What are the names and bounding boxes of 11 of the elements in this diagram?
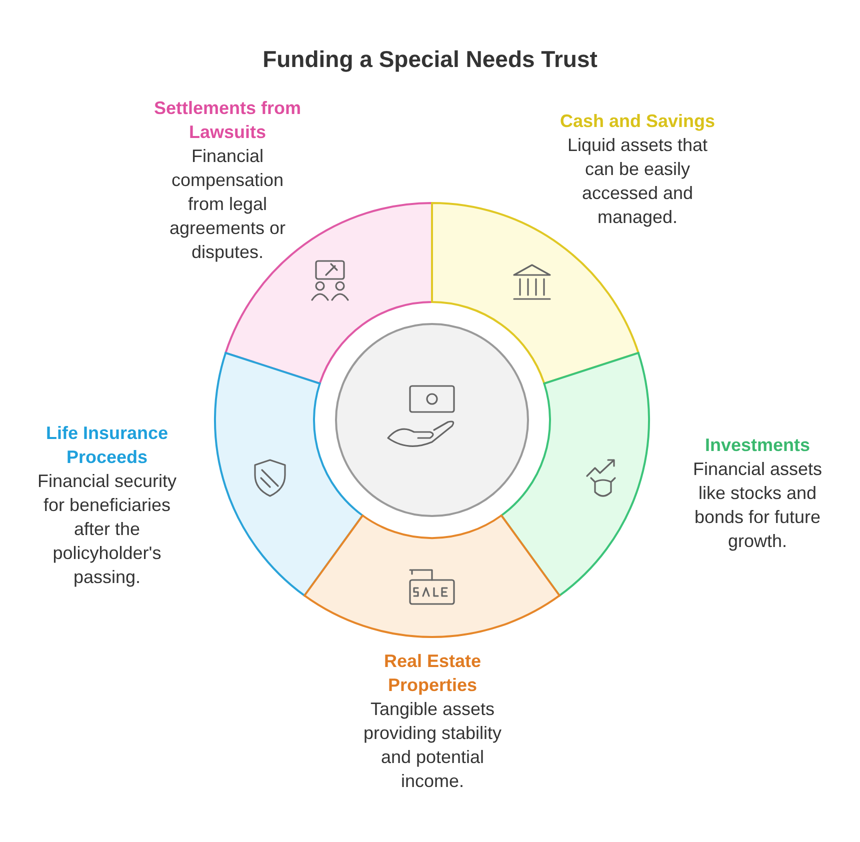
segment-heading: Life Insurance Proceeds: [44, 422, 170, 469]
segment-heading: Cash and Savings: [558, 110, 716, 133]
segment-description: Liquid assets that can be easily accessed and managed.: [566, 134, 709, 229]
segment-description: Financial security for beneficiaries after the policyholder's passing.: [36, 470, 178, 589]
segment-heading: Real Estate Properties: [382, 650, 482, 697]
segment-heading: Settlements from Lawsuits: [152, 97, 302, 144]
segment-description: Tangible assets providing stability and potential income.: [362, 698, 503, 793]
segment-description: Financial compensation from legal agreements or disputes.: [168, 145, 287, 264]
diagram-title: Funding a Special Needs Trust: [262, 46, 598, 73]
segment-description: Financial assets like stocks and bonds for future growth.: [692, 458, 824, 553]
segment-heading: Investments: [704, 434, 812, 457]
